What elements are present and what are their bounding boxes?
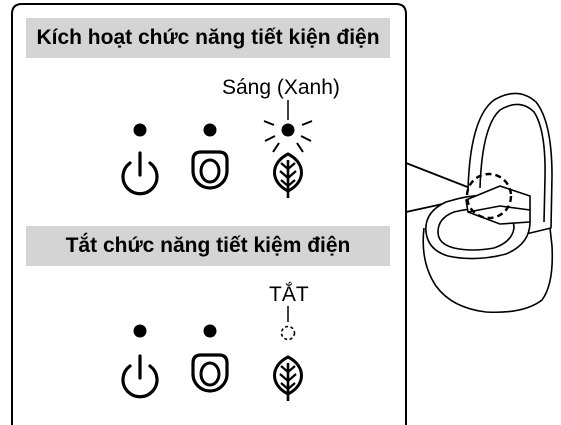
leaf-eco-icon (273, 355, 303, 401)
section-title-eco-on: Kích hoạt chức năng tiết kiện điện (26, 18, 390, 58)
toilet-seat-icon (191, 353, 229, 393)
toilet-icon (422, 92, 554, 314)
indicator-dot-power (133, 123, 147, 137)
indicator-dot-seat (203, 324, 217, 338)
eco-lit-label: Sáng (Xanh) (222, 76, 340, 99)
eco-off-label: TẮT (269, 283, 309, 306)
power-icon (121, 151, 159, 196)
indicator-dot-seat (203, 123, 217, 137)
section-title-eco-off: Tắt chức năng tiết kiệm điện (26, 226, 390, 266)
indicator-row-eco-on (121, 100, 313, 198)
indicator-dot-eco-unlit (280, 306, 296, 341)
leaf-eco-icon (273, 152, 303, 198)
control-panel-dashed-circle (465, 172, 513, 220)
toilet-seat-icon (191, 150, 229, 190)
indicator-row-eco-off (121, 306, 303, 401)
indicator-dot-power (133, 324, 147, 338)
power-icon (121, 354, 159, 399)
panel-frame (11, 3, 407, 425)
indicator-dot-eco-lit (263, 100, 313, 153)
